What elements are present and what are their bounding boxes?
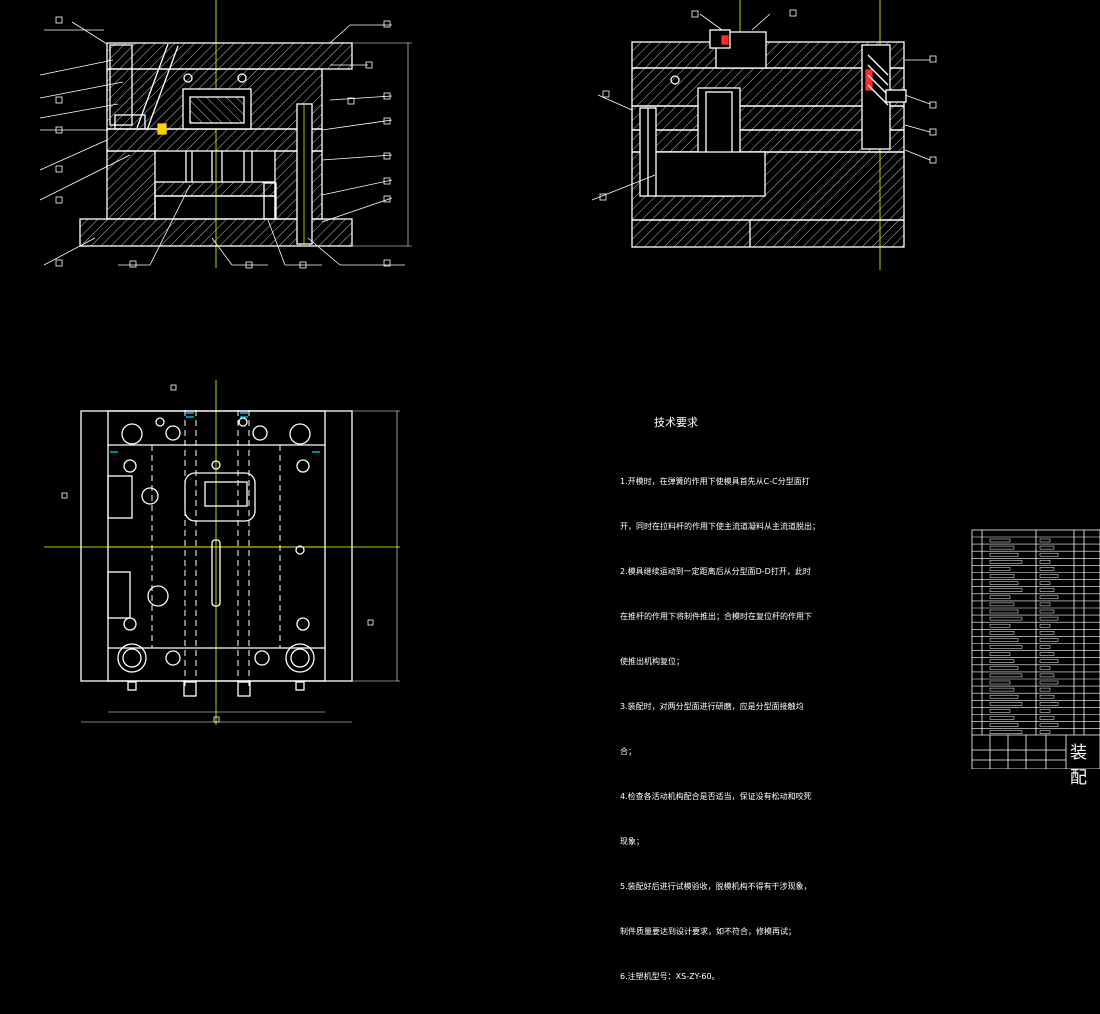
bom-row-text-mark: [989, 567, 1011, 571]
bom-row-text-mark: [989, 694, 1019, 699]
front-section-view: [39, 0, 412, 269]
tech-line: 3.装配时，对两分型面进行研磨，应是分型面接触均: [620, 702, 804, 711]
ejector-retainer-plate: [154, 181, 276, 197]
tech-line: 5.装配好后进行试模验收，脱模机构不得有干涉现象，: [620, 882, 812, 891]
bom-row-text-mark: [1039, 645, 1051, 649]
bom-row-text-mark: [1039, 595, 1059, 600]
support-plate: [106, 150, 156, 220]
bom-row-text-mark: [989, 581, 1019, 585]
bom-row-text-mark: [989, 687, 1015, 692]
tech-line: 开，同时在拉料杆的作用下使主流道凝料从主流道脱出；: [620, 522, 820, 531]
core-plate: [106, 128, 323, 152]
bom-row-text-mark: [989, 609, 1019, 614]
bom-row-text-mark: [989, 602, 1015, 607]
bom-row-text-mark: [1039, 588, 1055, 592]
guide-pillar: [296, 103, 313, 245]
bom-row-text-mark: [989, 631, 1015, 635]
title-block-label: 装配: [1070, 743, 1087, 788]
bom-row-text-mark: [989, 680, 1011, 685]
bom-row-text-mark: [1039, 659, 1059, 663]
mold-assembly-drawing: [39, 0, 1100, 769]
bom-row-text-mark: [989, 652, 1011, 656]
plan-view: [44, 380, 400, 725]
bom-row-text-mark: [989, 616, 1023, 621]
bom-row-text-mark: [989, 709, 1011, 713]
bom-row-text-mark: [1039, 730, 1051, 734]
bom-row-text-mark: [1039, 560, 1051, 564]
tech-line: 2.模具继续运动到一定距离后从分型面D-D打开，此时: [620, 567, 811, 576]
bom-row-text-mark: [1039, 538, 1051, 543]
bom-row-text-mark: [989, 595, 1011, 600]
bom-row-text-mark: [1039, 581, 1051, 585]
tech-line: 合；: [620, 747, 636, 756]
ejector-plate: [154, 195, 276, 220]
bom-row-text-mark: [1039, 694, 1055, 699]
bom-row-text-mark: [989, 673, 1023, 678]
top-clamp-plate: [106, 42, 353, 70]
bom-row-text-mark: [1039, 652, 1055, 656]
tech-line: 1.开模时，在弹簧的作用下使模具首先从C-C分型面打: [620, 477, 810, 486]
bom-row-text-mark: [989, 574, 1015, 578]
bom-row-text-mark: [989, 588, 1023, 592]
bom-row-text-mark: [1039, 609, 1055, 614]
bom-row-text-mark: [1039, 552, 1059, 557]
bom-row-text-mark: [1039, 545, 1055, 550]
bom-row-text-mark: [1039, 680, 1059, 685]
bom-row-text-mark: [989, 730, 1023, 734]
bom-row-text-mark: [1039, 687, 1051, 692]
bom-row-text-mark: [989, 702, 1023, 706]
bom-row-text-mark: [1039, 631, 1055, 635]
bom-row-text-mark: [1039, 638, 1059, 642]
bom-row-text-mark: [989, 545, 1015, 550]
bom-row-text-mark: [989, 645, 1023, 649]
bom-row-text-mark: [989, 723, 1019, 727]
side-section-view: [591, 0, 937, 270]
bom-row-text-mark: [1039, 716, 1055, 720]
bom-row-text-mark: [1039, 602, 1051, 607]
tech-line: 6.注塑机型号：XS-ZY-60。: [620, 972, 720, 981]
bom-row-text-mark: [1039, 666, 1051, 671]
bom-row-text-mark: [989, 552, 1019, 557]
bom-row-text-mark: [1039, 616, 1059, 621]
bom-row-text-mark: [989, 560, 1023, 564]
tech-line: 现象；: [620, 837, 644, 846]
technical-requirements: 技术要求 1.开模时，在弹簧的作用下使模具首先从C-C分型面打 开，同时在拉料杆…: [620, 414, 850, 1014]
bom-row-text-mark: [989, 659, 1015, 663]
bom-row-text-mark: [1039, 574, 1059, 578]
bom-row-text-mark: [1039, 623, 1051, 628]
tech-line: 4.检查各活动机构配合是否适当，保证没有松动和咬死: [620, 792, 812, 801]
bom-row-text-mark: [989, 538, 1011, 543]
tech-requirements-body: 1.开模时，在弹簧的作用下使模具首先从C-C分型面打 开，同时在拉料杆的作用下使…: [620, 444, 850, 1014]
bom-row-text-mark: [989, 666, 1019, 671]
tech-line: 在推杆的作用下将制件推出；合模时在复位杆的作用下: [620, 612, 812, 621]
bom-row-text-mark: [1039, 567, 1055, 571]
tech-line: 使推出机构复位；: [620, 657, 684, 666]
bom-row-text-mark: [1039, 673, 1055, 678]
tech-line: 制件质量要达到设计要求，如不符合，修模再试；: [620, 927, 796, 936]
title-block: [971, 529, 1100, 769]
bom-row-text-mark: [1039, 709, 1051, 713]
bom-row-text-mark: [989, 716, 1015, 720]
tech-requirements-title: 技术要求: [654, 416, 698, 429]
bom-row-text-mark: [989, 638, 1019, 642]
bom-row-text-mark: [989, 623, 1011, 628]
bom-row-text-mark: [1039, 723, 1059, 727]
bom-row-text-mark: [1039, 702, 1059, 706]
